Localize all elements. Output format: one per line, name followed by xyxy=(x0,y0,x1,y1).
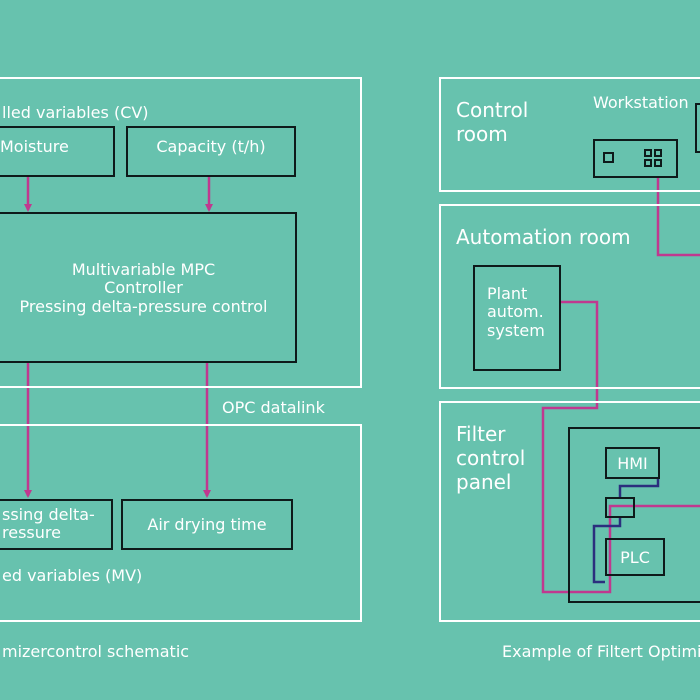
plc-box xyxy=(605,538,665,576)
cable-switch-to-plc xyxy=(592,518,622,584)
capacity-label: Capacity (t/h) xyxy=(156,137,266,156)
moisture-label: Moisture xyxy=(0,137,69,156)
automation-room-label: Automation room xyxy=(456,225,631,249)
mpc-controller-box xyxy=(0,212,297,363)
moisture-box xyxy=(0,126,115,177)
cv-group-frame xyxy=(0,77,362,388)
mpc-controller-label: Multivariable MPC Controller Pressing de… xyxy=(0,260,297,316)
pressing-line-2: ressure xyxy=(2,523,61,543)
workstation-computer xyxy=(593,139,678,178)
filter-panel-line-1: Filter xyxy=(456,422,506,446)
plc-label: PLC xyxy=(620,548,650,567)
control-room-label: Control room xyxy=(456,98,528,146)
control-room-line-2: room xyxy=(456,122,508,146)
control-room-line-1: Control xyxy=(456,98,529,122)
filter-panel-label: Filter control panel xyxy=(456,422,525,494)
computer-grid-icon-4 xyxy=(654,159,662,167)
computer-grid-icon-3 xyxy=(644,159,652,167)
plant-system-label: Plant autom. system xyxy=(487,284,545,340)
filter-panel-line-3: panel xyxy=(456,470,512,494)
capacity-box xyxy=(126,126,296,177)
plant-line-2: autom. xyxy=(487,302,544,322)
cable-hmi-to-switch xyxy=(618,478,660,497)
air-drying-label: Air drying time xyxy=(147,515,267,534)
mv-group-frame xyxy=(0,424,362,622)
cv-group-label: lled variables (CV) xyxy=(2,103,149,122)
hmi-box xyxy=(605,447,660,479)
pressing-line-1: ssing delta- xyxy=(2,505,95,524)
filter-panel-line-2: control xyxy=(456,446,526,470)
pressing-label: ssing delta- ressure xyxy=(2,505,95,543)
left-caption: mizercontrol schematic xyxy=(2,642,190,661)
automation-room-frame xyxy=(439,204,700,389)
plant-system-box xyxy=(473,265,561,371)
air-drying-box xyxy=(121,499,293,550)
plant-line-1: Plant xyxy=(487,284,528,303)
workstation-monitor xyxy=(695,103,700,153)
network-switch-box xyxy=(605,497,635,518)
mv-group-label: ed variables (MV) xyxy=(2,566,143,585)
workstation-label: Workstation xyxy=(593,93,689,112)
controller-line-2: Controller xyxy=(104,278,183,298)
computer-slot-icon xyxy=(603,152,614,163)
opc-datalink-label: OPC datalink xyxy=(222,398,325,417)
cable-workstation xyxy=(656,178,700,257)
computer-grid-icon-1 xyxy=(644,149,652,157)
filter-panel-frame xyxy=(439,401,700,622)
controller-line-3: Pressing delta-pressure control xyxy=(19,296,268,316)
control-room-frame xyxy=(439,77,700,192)
computer-grid-icon-2 xyxy=(654,149,662,157)
hmi-label: HMI xyxy=(617,454,648,473)
right-caption: Example of Filtert Optimiz xyxy=(502,642,700,661)
cable-plant-to-panel xyxy=(541,300,700,594)
panel-cabinet xyxy=(568,427,700,603)
controller-line-1: Multivariable MPC xyxy=(71,260,216,279)
pressing-box xyxy=(0,499,113,550)
plant-line-3: system xyxy=(487,320,545,340)
